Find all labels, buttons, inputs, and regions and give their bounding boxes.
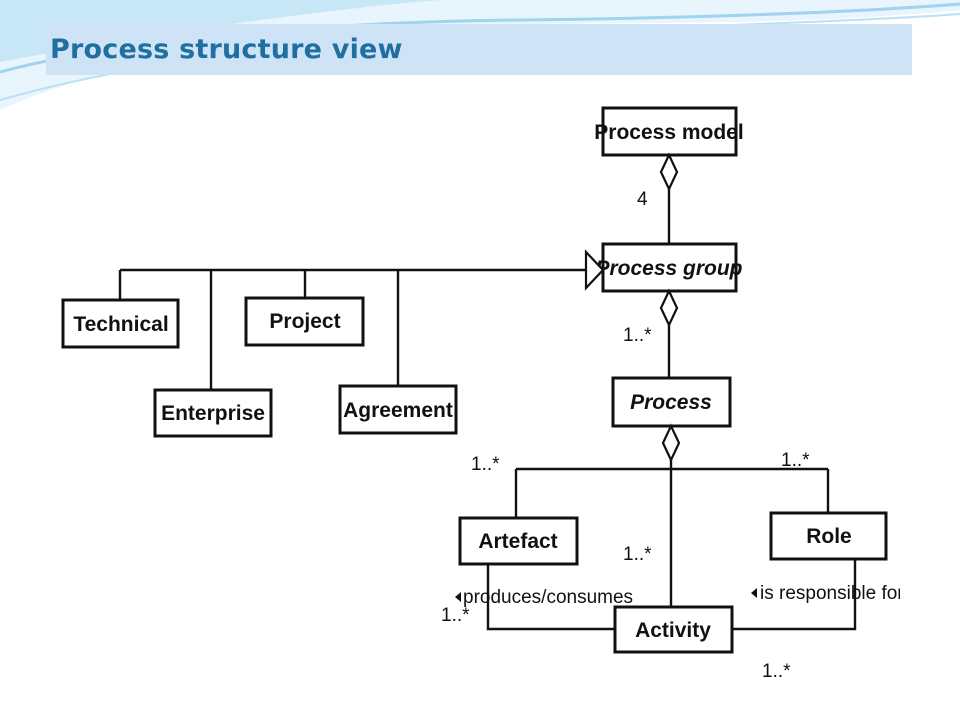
class-artefact: Artefact: [458, 516, 579, 566]
class-role: Role: [769, 511, 888, 561]
is-responsible-for-direction-icon: [751, 588, 757, 598]
class-process: Process: [611, 376, 732, 428]
class-project: Project: [244, 296, 365, 347]
class-enterprise: Enterprise: [153, 388, 273, 438]
aggregation-diamond-group: [659, 288, 679, 328]
assoc-produces-consumes: produces/consumes: [463, 587, 633, 608]
slide-title: Process structure view: [50, 34, 403, 65]
class-project-label: Project: [269, 310, 340, 333]
mult-process-to-role: 1..*: [781, 450, 810, 471]
mult-group-to-process: 1..*: [623, 325, 652, 346]
class-process-group-label: Process group: [595, 257, 742, 280]
aggregation-diamond-process: [661, 423, 681, 463]
aggregation-diamond-model: [659, 152, 679, 192]
class-technical-label: Technical: [73, 313, 168, 336]
title-bar: [46, 24, 912, 75]
class-technical: Technical: [61, 298, 180, 349]
uml-class-diagram: Process model 4 Process group Technical …: [61, 106, 900, 682]
mult-process-to-activity: 1..*: [623, 544, 652, 565]
class-activity: Activity: [613, 605, 734, 654]
diagram-panel: Process model 4 Process group Technical …: [55, 92, 900, 688]
class-agreement-label: Agreement: [343, 399, 453, 422]
class-artefact-label: Artefact: [478, 530, 557, 553]
produces-consumes-direction-icon: [455, 592, 461, 602]
mult-activity-role: 1..*: [762, 661, 791, 682]
class-process-model-label: Process model: [594, 121, 743, 144]
assoc-is-responsible-for: is responsible for: [760, 583, 900, 604]
generalization-arrowhead: [584, 249, 605, 291]
class-enterprise-label: Enterprise: [161, 402, 265, 425]
edge-activity-artefact: [486, 564, 615, 631]
class-role-label: Role: [806, 525, 852, 548]
class-activity-label: Activity: [635, 619, 711, 642]
mult-model-to-group: 4: [637, 189, 648, 210]
class-agreement: Agreement: [338, 384, 458, 435]
mult-activity-artefact: 1..*: [441, 605, 470, 626]
class-process-model: Process model: [594, 106, 744, 157]
class-process-label: Process: [630, 391, 712, 414]
class-process-group: Process group: [595, 242, 743, 293]
edge-activity-role: [732, 559, 857, 631]
mult-process-to-artefact: 1..*: [471, 454, 500, 475]
